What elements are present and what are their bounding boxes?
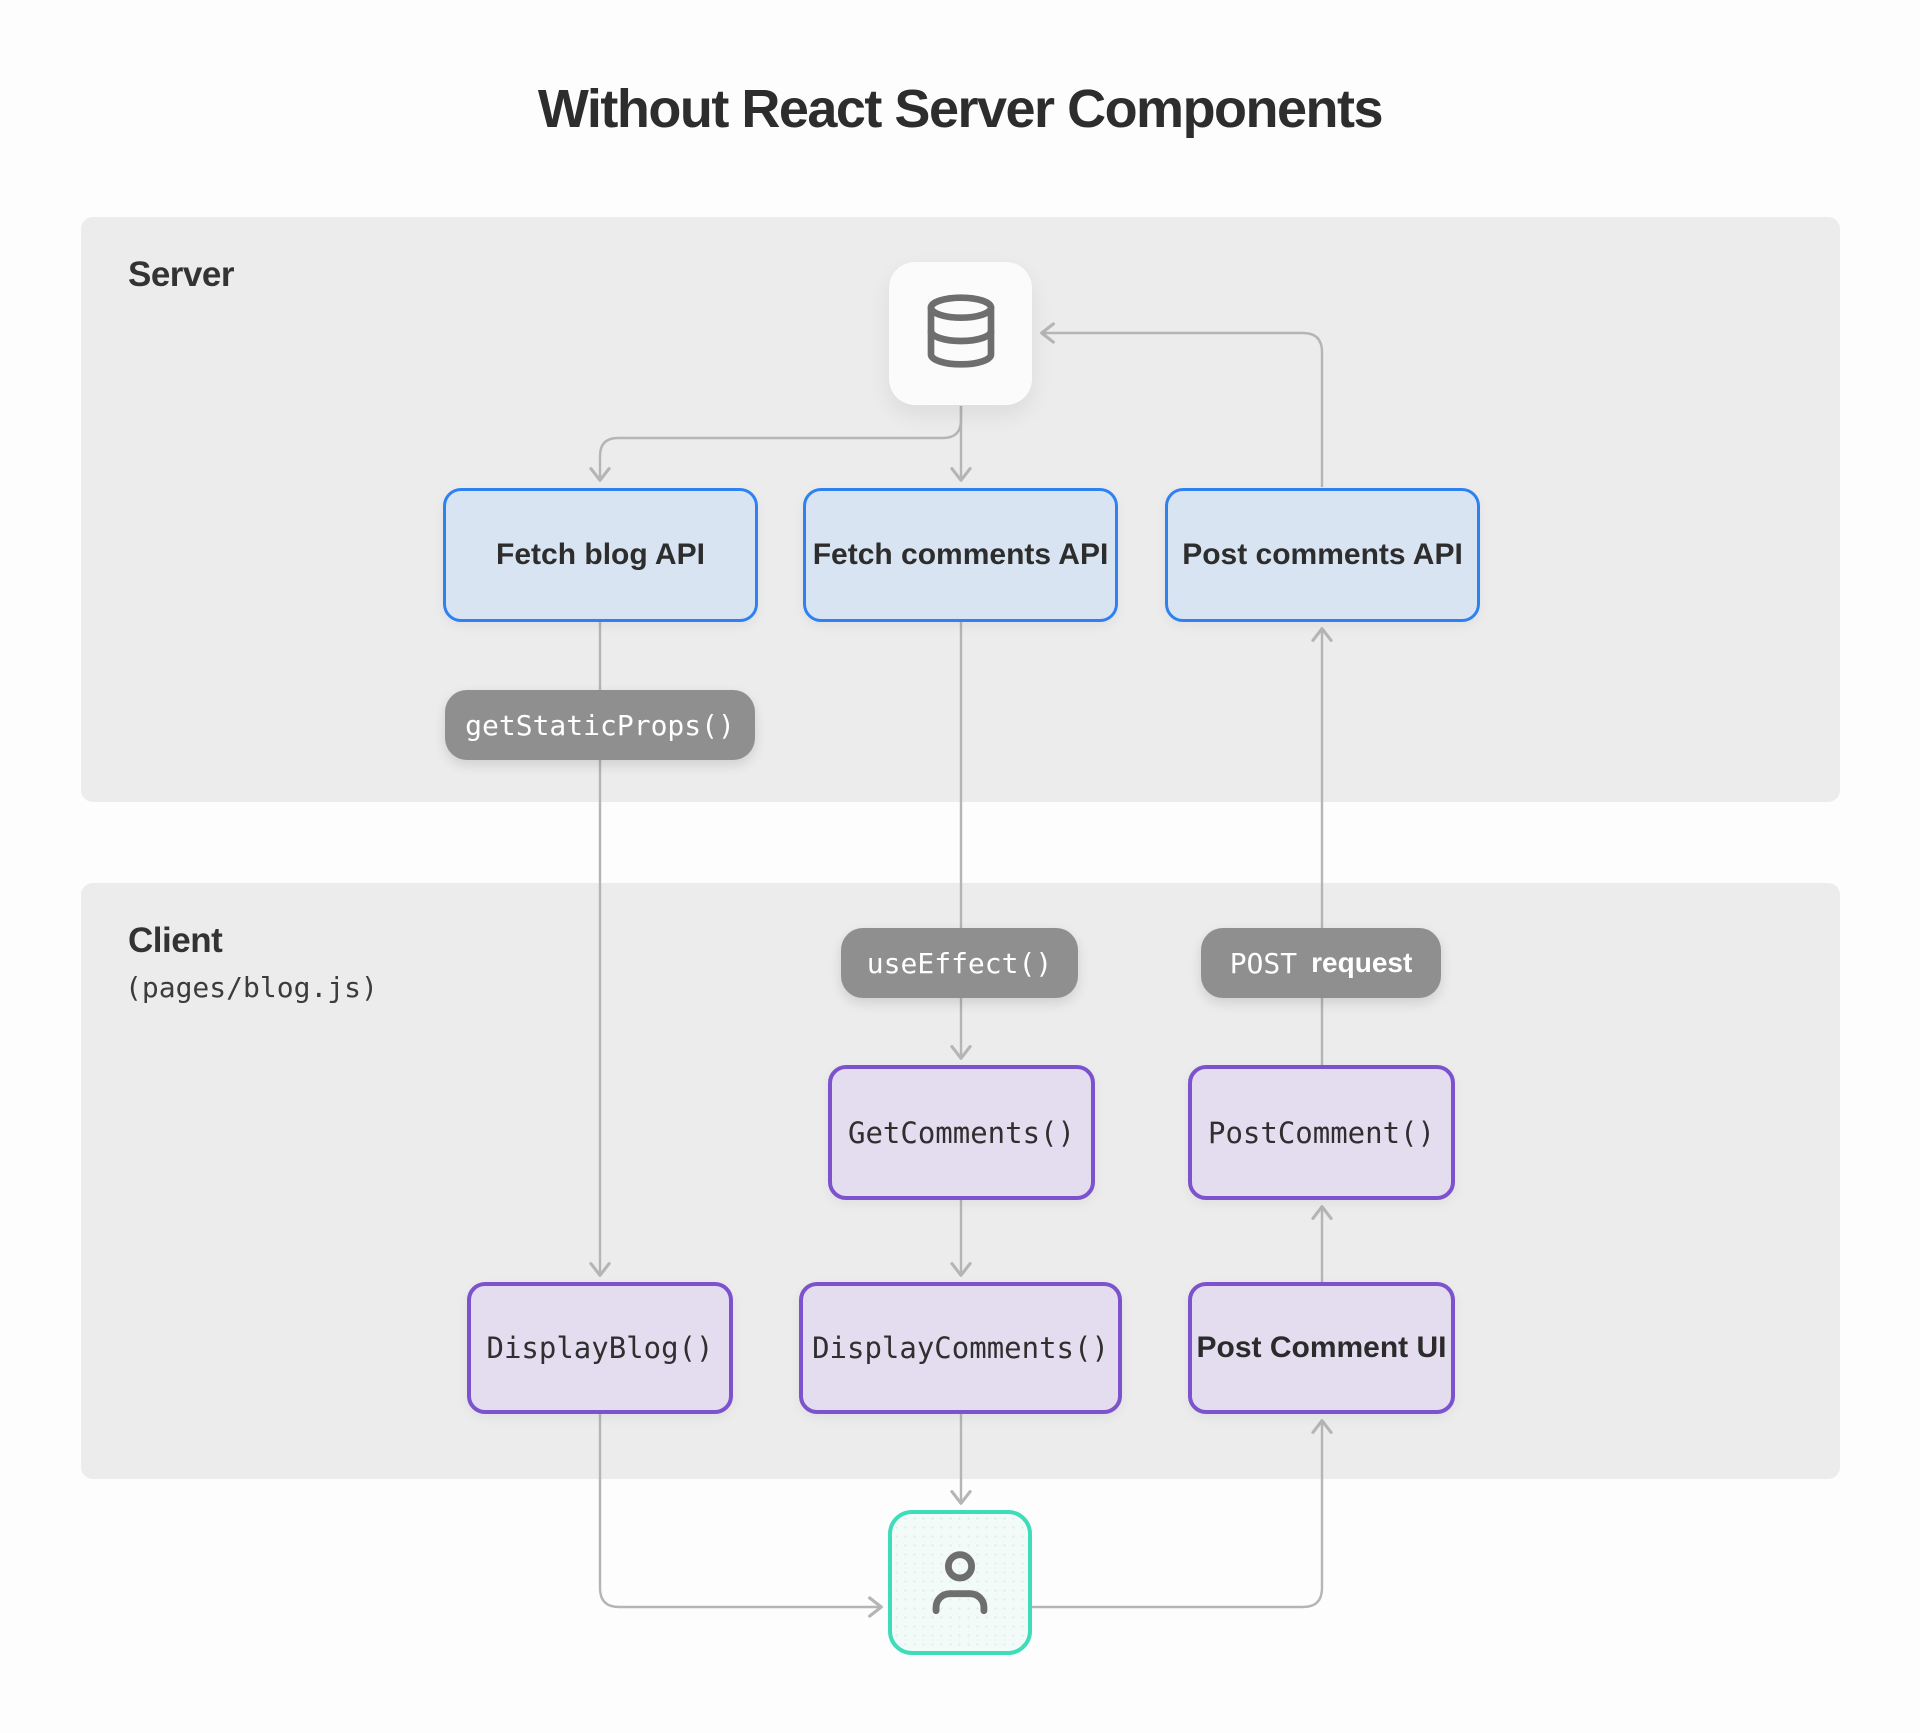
database-node — [889, 262, 1032, 405]
arrow-user-to-post-comment-ui — [1032, 1419, 1333, 1609]
client-section-path: (pages/blog.js) — [125, 971, 378, 1004]
post-request-method: POST — [1229, 946, 1298, 980]
fetch-blog-api-box: Fetch blog API — [443, 488, 758, 622]
arrow-post-comments-to-database — [1040, 322, 1324, 487]
database-icon — [921, 291, 1001, 376]
get-static-props-pill: getStaticProps() — [445, 690, 755, 760]
server-section-label: Server — [128, 255, 234, 294]
display-comments-box: DisplayComments() — [799, 1282, 1122, 1414]
post-comments-api-label: Post comments API — [1182, 538, 1463, 571]
arrow-display-blog-to-user — [598, 1414, 883, 1618]
post-request-word: request — [1311, 947, 1413, 978]
fetch-blog-api-label: Fetch blog API — [496, 538, 705, 571]
display-blog-box: DisplayBlog() — [467, 1282, 733, 1414]
use-effect-pill: useEffect() — [841, 928, 1078, 998]
post-comment-label: PostComment() — [1208, 1115, 1435, 1150]
fetch-comments-api-label: Fetch comments API — [812, 538, 1109, 571]
display-blog-label: DisplayBlog() — [486, 1331, 714, 1365]
use-effect-label: useEffect() — [866, 946, 1053, 980]
post-request-pill: POST request — [1201, 928, 1441, 998]
page-title: Without React Server Components — [537, 79, 1384, 139]
post-comment-ui-box: Post Comment UI — [1188, 1282, 1455, 1414]
user-node — [888, 1510, 1032, 1655]
get-static-props-label: getStaticProps() — [465, 708, 735, 742]
get-comments-label: GetComments() — [848, 1115, 1075, 1150]
post-comment-ui-label: Post Comment UI — [1196, 1331, 1447, 1364]
fetch-comments-api-box: Fetch comments API — [803, 488, 1118, 622]
client-section-label: Client — [128, 921, 223, 960]
post-comments-api-box: Post comments API — [1165, 488, 1480, 622]
post-comment-box: PostComment() — [1188, 1065, 1455, 1200]
display-comments-label: DisplayComments() — [812, 1331, 1109, 1365]
arrow-database-to-fetch-blog — [589, 406, 963, 482]
user-icon — [919, 1539, 1001, 1626]
get-comments-box: GetComments() — [828, 1065, 1095, 1200]
